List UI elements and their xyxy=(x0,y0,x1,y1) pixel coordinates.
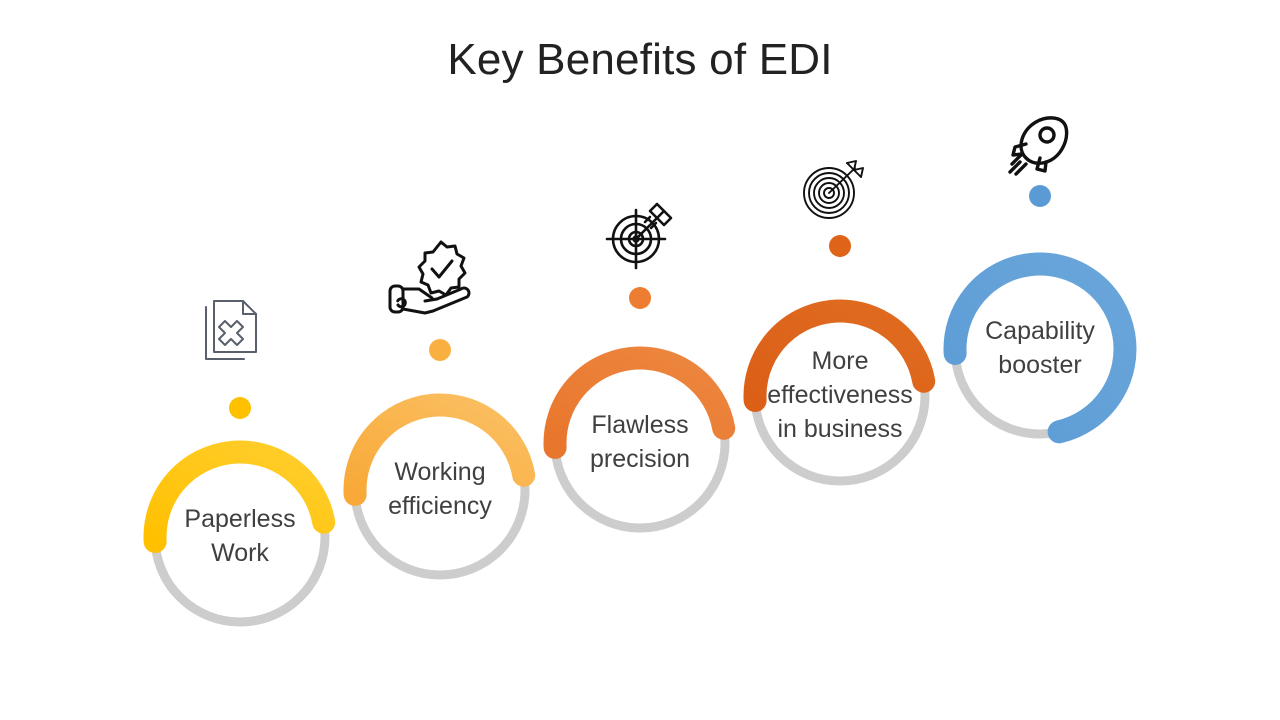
step-accent-arc[interactable] xyxy=(543,346,736,459)
step-accent-arc[interactable] xyxy=(743,299,936,412)
step-accent-arc[interactable] xyxy=(943,252,1137,444)
step-accent-dot xyxy=(1029,185,1051,207)
step-accent-dot xyxy=(429,339,451,361)
hand-gear-check-icon xyxy=(385,239,473,317)
step-accent-dot xyxy=(229,397,251,419)
target-dart-icon xyxy=(604,199,676,271)
page-title: Key Benefits of EDI xyxy=(447,35,833,84)
accent-arc-group xyxy=(143,252,1137,553)
rocket-icon xyxy=(1002,114,1072,180)
step-accent-dot xyxy=(829,235,851,257)
step-accent-arc[interactable] xyxy=(343,393,536,506)
document-x-icon xyxy=(203,297,261,363)
target-arrow-icon xyxy=(800,158,868,222)
accent-dot-group xyxy=(229,185,1051,419)
step-accent-arc[interactable] xyxy=(143,440,336,553)
gray-ring-group xyxy=(150,259,1130,627)
step-accent-dot xyxy=(629,287,651,309)
